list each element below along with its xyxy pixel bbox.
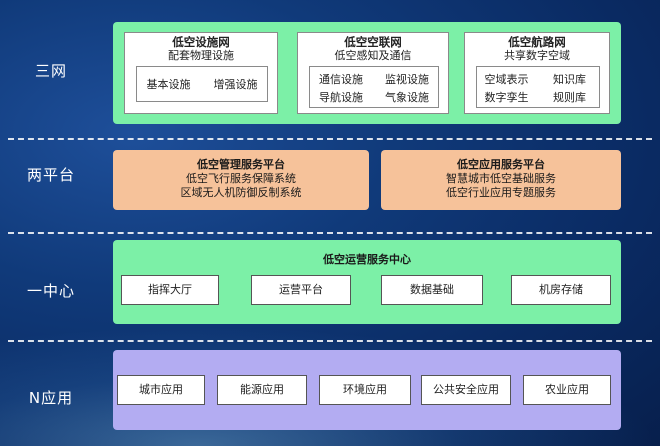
row-label-center: 一中心	[26, 282, 75, 300]
network-title: 低空空联网	[344, 35, 402, 49]
platform-panel-application: 低空应用服务平台 智慧城市低空基础服务 低空行业应用专题服务	[381, 150, 621, 210]
network-item: 规则库	[553, 90, 586, 104]
networks-panel: 低空设施网 配套物理设施 基本设施 增强设施 低空空联网 低空感知及通信 通信设…	[113, 22, 621, 124]
center-item-data-foundation: 数据基础	[381, 275, 483, 305]
network-items: 通信设施 监视设施 导航设施 气象设施	[309, 66, 439, 108]
network-item: 空域表示	[484, 73, 529, 86]
platform-line: 智慧城市低空基础服务	[446, 172, 556, 185]
row-label-networks: 三网	[34, 62, 67, 80]
app-item-environment: 环境应用	[319, 375, 411, 405]
network-subtitle: 低空感知及通信	[334, 49, 412, 62]
platform-line: 低空行业应用专题服务	[446, 186, 556, 199]
separator-3	[8, 340, 652, 342]
network-items: 基本设施 增强设施	[136, 66, 268, 102]
separator-2	[8, 232, 652, 234]
app-item-agriculture: 农业应用	[523, 375, 611, 405]
row-label-applications: N应用	[28, 389, 74, 407]
network-subtitle: 共享数字空域	[504, 49, 570, 62]
center-item-operation-platform: 运营平台	[251, 275, 351, 305]
network-item: 基本设施	[146, 78, 191, 91]
network-title: 低空航路网	[508, 35, 566, 49]
network-item: 监视设施	[385, 73, 429, 86]
network-item: 知识库	[553, 73, 586, 86]
network-card-connect: 低空空联网 低空感知及通信 通信设施 监视设施 导航设施 气象设施	[297, 32, 449, 114]
applications-panel: 城市应用 能源应用 环境应用 公共安全应用 农业应用	[113, 350, 621, 430]
network-items: 空域表示 知识库 数字孪生 规则库	[476, 66, 600, 108]
network-item: 导航设施	[319, 90, 363, 104]
row-label-platforms: 两平台	[26, 166, 75, 184]
platform-line: 低空飞行服务保障系统	[186, 172, 296, 185]
platform-panel-management: 低空管理服务平台 低空飞行服务保障系统 区域无人机防御反制系统	[113, 150, 369, 210]
app-item-city: 城市应用	[117, 375, 205, 405]
separator-1	[8, 138, 652, 140]
network-subtitle: 配套物理设施	[168, 49, 234, 62]
center-item-server-storage: 机房存储	[511, 275, 611, 305]
center-panel: 低空运营服务中心 指挥大厅 运营平台 数据基础 机房存储	[113, 240, 621, 324]
platform-title: 低空应用服务平台	[457, 158, 545, 171]
network-card-route: 低空航路网 共享数字空域 空域表示 知识库 数字孪生 规则库	[464, 32, 610, 114]
center-item-command-hall: 指挥大厅	[121, 275, 219, 305]
app-item-public-safety: 公共安全应用	[421, 375, 511, 405]
network-item: 数字孪生	[484, 90, 529, 104]
platform-line: 区域无人机防御反制系统	[180, 186, 302, 199]
platform-title: 低空管理服务平台	[197, 158, 285, 171]
network-item: 通信设施	[319, 73, 363, 86]
network-item: 气象设施	[385, 90, 429, 104]
app-item-energy: 能源应用	[217, 375, 307, 405]
center-title: 低空运营服务中心	[323, 253, 411, 266]
network-card-facility: 低空设施网 配套物理设施 基本设施 增强设施	[124, 32, 278, 114]
network-title: 低空设施网	[172, 35, 230, 49]
network-item: 增强设施	[213, 78, 258, 91]
